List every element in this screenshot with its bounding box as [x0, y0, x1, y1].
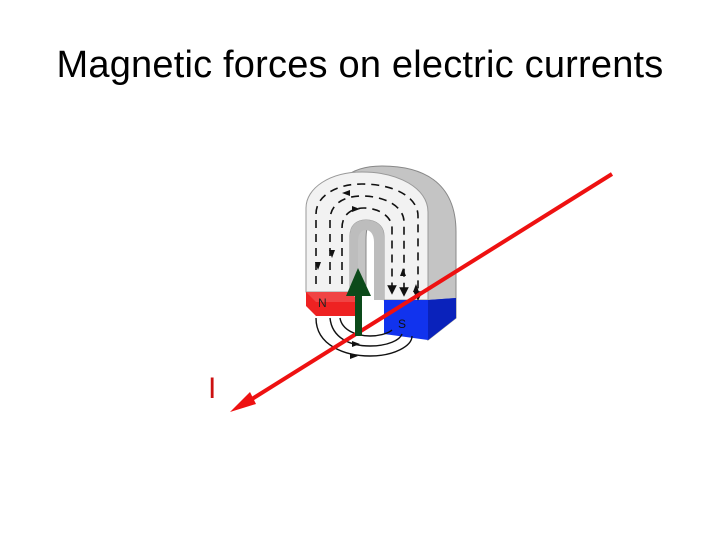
gap-field-arrowheads	[350, 341, 360, 359]
gap-field-lines	[315, 317, 413, 357]
field-line-outer	[315, 183, 423, 301]
field-line-inner	[341, 207, 397, 295]
gap-field-line-3	[339, 317, 393, 337]
field-lines	[315, 183, 423, 301]
north-pole: N	[306, 292, 360, 316]
field-arrowheads	[315, 190, 419, 292]
field-line-middle	[329, 195, 409, 297]
current-label: I	[208, 372, 216, 405]
gap-field-line-1	[315, 317, 413, 357]
south-pole: S	[384, 298, 456, 340]
current-wire	[230, 172, 614, 412]
horseshoe-magnet: N S	[305, 165, 457, 359]
south-pole-label: S	[398, 317, 406, 331]
force-arrow	[346, 268, 371, 336]
magnet-inner-gap	[350, 220, 384, 300]
current-arrowhead	[230, 392, 256, 412]
slide-title: Magnetic forces on electric currents	[56, 44, 664, 86]
gap-field-line-2	[329, 317, 403, 347]
north-pole-label: N	[318, 296, 327, 310]
magnet-face	[305, 171, 429, 301]
